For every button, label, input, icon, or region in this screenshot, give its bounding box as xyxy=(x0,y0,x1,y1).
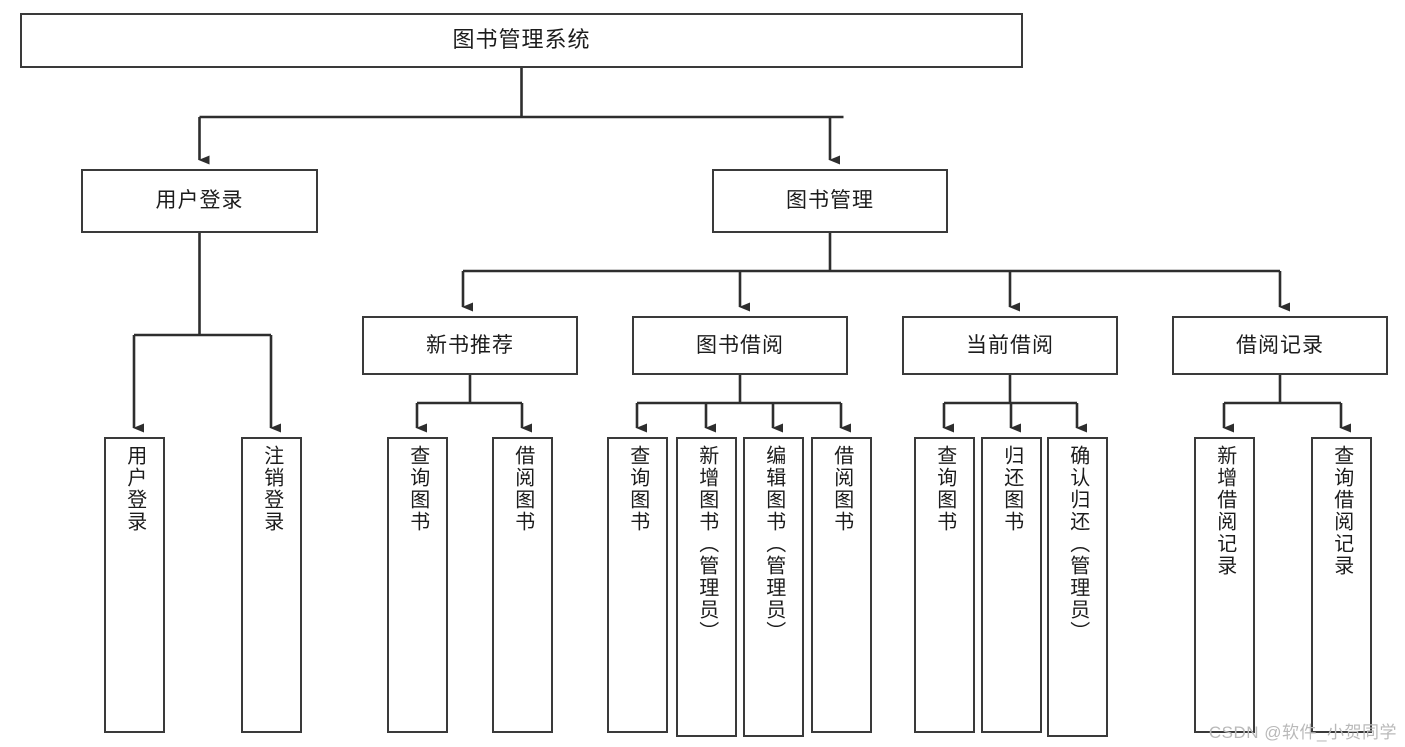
leaf-label: 确认归还（管理员） xyxy=(1066,445,1089,643)
node-book-management-label: 图书管理 xyxy=(786,189,874,213)
leaf-label: 新增借阅记录 xyxy=(1213,445,1236,577)
leaf-label: 查询图书 xyxy=(406,445,429,533)
node-book-borrow[interactable]: 图书借阅 xyxy=(632,316,848,375)
leaf-current-borrow-return-book[interactable]: 归还图书 xyxy=(981,437,1042,733)
leaf-current-borrow-confirm-return-admin[interactable]: 确认归还（管理员） xyxy=(1047,437,1108,737)
leaf-borrow-record-add-record[interactable]: 新增借阅记录 xyxy=(1194,437,1255,733)
leaf-label: 用户登录 xyxy=(123,445,146,533)
leaf-label: 查询图书 xyxy=(626,445,649,533)
leaf-current-borrow-query-book[interactable]: 查询图书 xyxy=(914,437,975,733)
node-user-login-label: 用户登录 xyxy=(155,189,244,213)
leaf-borrow-record-query-record[interactable]: 查询借阅记录 xyxy=(1311,437,1372,733)
leaf-book-borrow-add-book-admin[interactable]: 新增图书（管理员） xyxy=(676,437,737,737)
node-root-book-management-system[interactable]: 图书管理系统 xyxy=(20,13,1023,68)
leaf-label: 借阅图书 xyxy=(830,445,853,533)
leaf-user-login-logout[interactable]: 注销登录 xyxy=(241,437,302,733)
node-borrow-record[interactable]: 借阅记录 xyxy=(1172,316,1388,375)
node-root-label: 图书管理系统 xyxy=(452,27,591,53)
leaf-label: 归还图书 xyxy=(1000,445,1023,533)
csdn-watermark: CSDN @软件_小贺同学 xyxy=(1208,723,1397,742)
node-current-borrow-label: 当前借阅 xyxy=(966,333,1054,357)
node-new-book-recommend[interactable]: 新书推荐 xyxy=(362,316,578,375)
leaf-label: 查询借阅记录 xyxy=(1330,445,1353,577)
leaf-book-borrow-query-book[interactable]: 查询图书 xyxy=(607,437,668,733)
leaf-label: 注销登录 xyxy=(260,445,283,533)
leaf-new-book-query-book[interactable]: 查询图书 xyxy=(387,437,448,733)
node-borrow-record-label: 借阅记录 xyxy=(1236,333,1324,357)
node-book-borrow-label: 图书借阅 xyxy=(696,333,784,357)
leaf-label: 编辑图书（管理员） xyxy=(762,445,785,643)
leaf-label: 查询图书 xyxy=(933,445,956,533)
leaf-book-borrow-edit-book-admin[interactable]: 编辑图书（管理员） xyxy=(743,437,804,737)
node-user-login[interactable]: 用户登录 xyxy=(81,169,318,233)
node-current-borrow[interactable]: 当前借阅 xyxy=(902,316,1118,375)
node-book-management[interactable]: 图书管理 xyxy=(712,169,948,233)
leaf-label: 借阅图书 xyxy=(511,445,534,533)
node-new-book-recommend-label: 新书推荐 xyxy=(426,333,514,357)
leaf-book-borrow-borrow-book[interactable]: 借阅图书 xyxy=(811,437,872,733)
leaf-user-login-login[interactable]: 用户登录 xyxy=(104,437,165,733)
leaf-new-book-borrow-book[interactable]: 借阅图书 xyxy=(492,437,553,733)
leaf-label: 新增图书（管理员） xyxy=(695,445,718,643)
